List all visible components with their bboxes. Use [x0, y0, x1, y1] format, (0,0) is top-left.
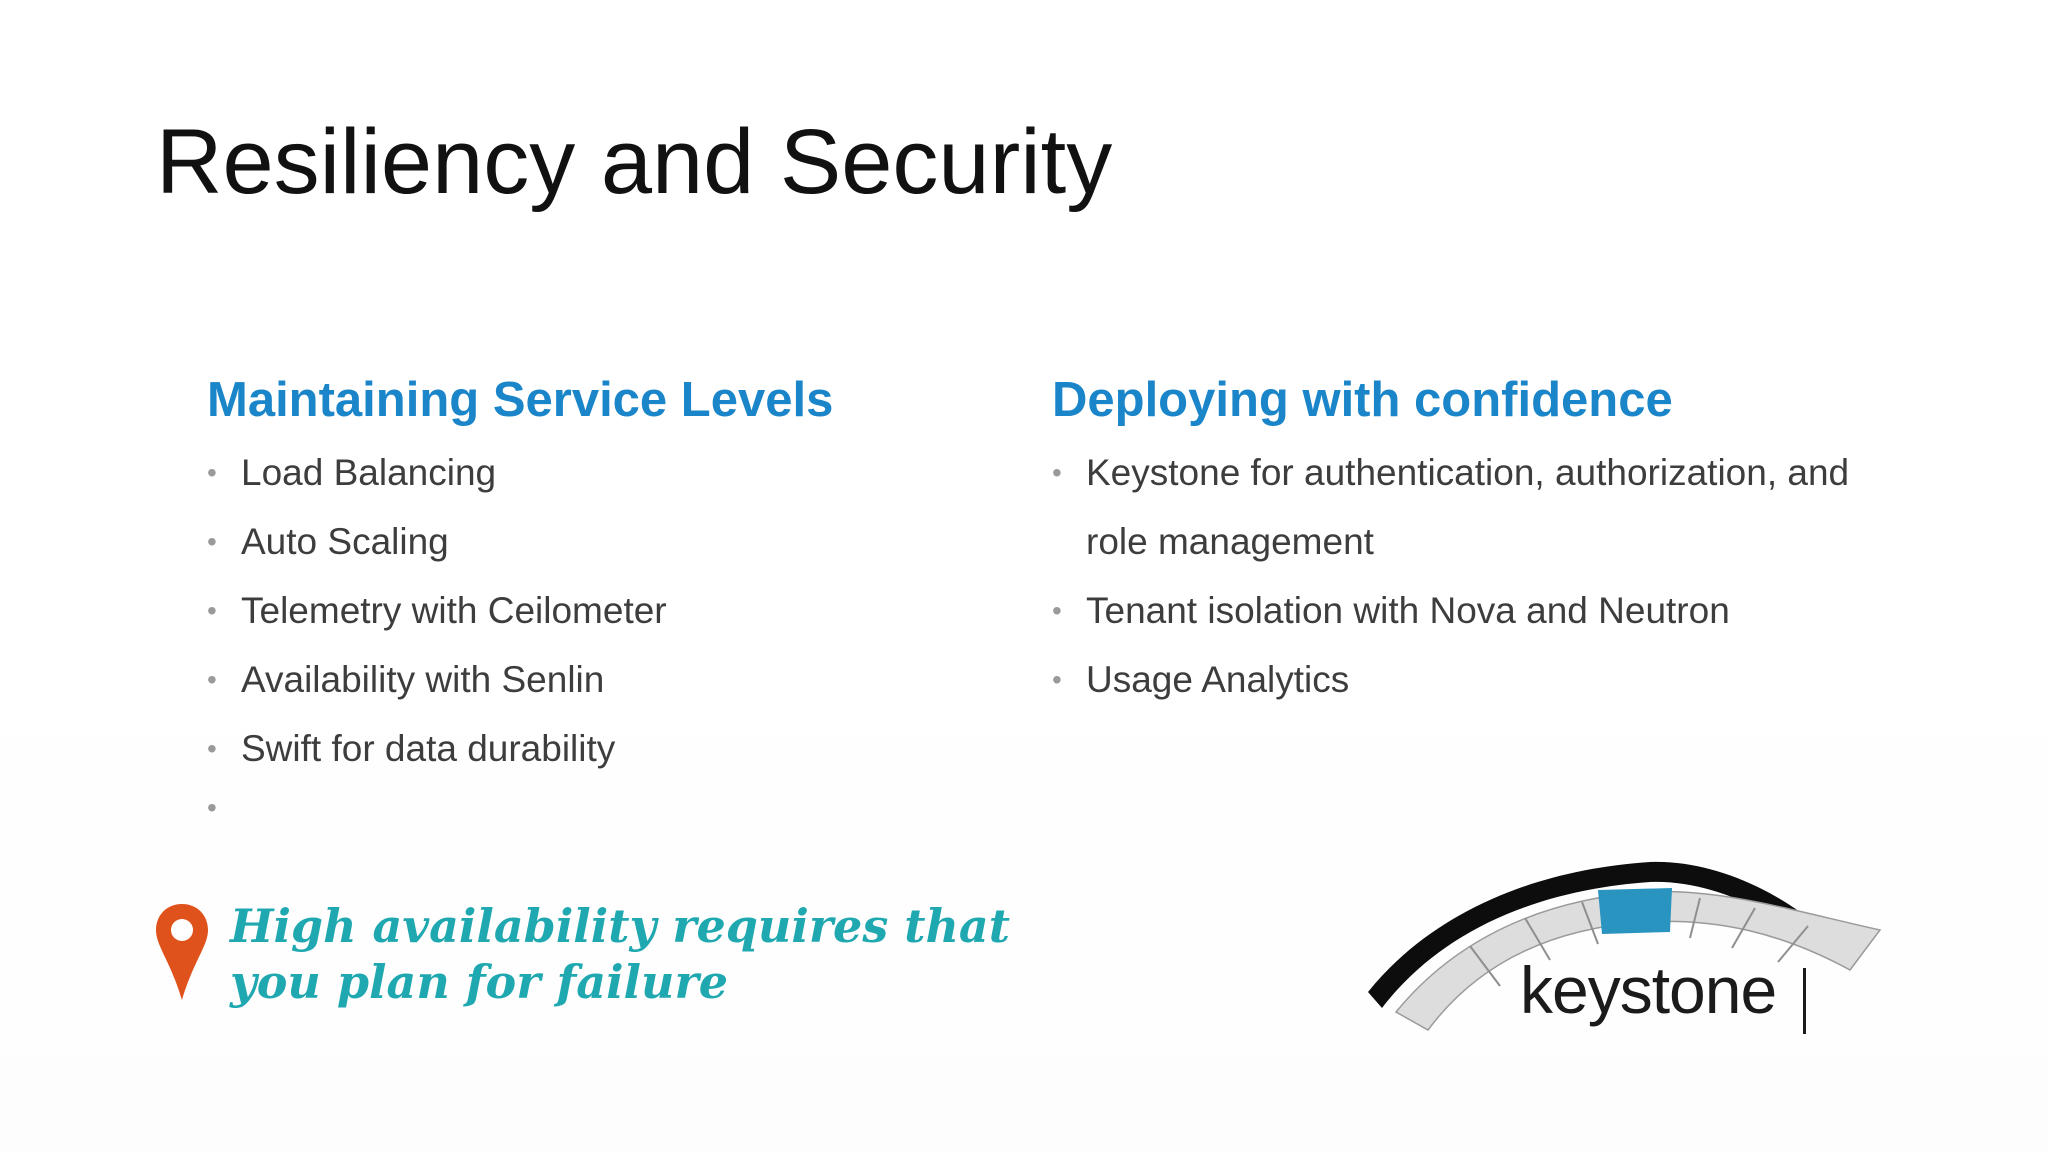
bullet-dot-icon: •: [207, 792, 217, 823]
right-bullet-list: •Keystone for authentication, authorizat…: [1052, 438, 1912, 714]
bullet-dot-icon: •: [1052, 457, 1062, 488]
keystone-arch-logo-icon: [1368, 861, 1882, 1031]
left-bullet-list: •Load Balancing •Auto Scaling •Telemetry…: [207, 438, 987, 833]
bullet-dot-icon: •: [207, 664, 217, 695]
right-column-heading: Deploying with confidence: [1052, 373, 1673, 427]
bullet-dot-icon: •: [207, 595, 217, 626]
keystone-logo-text: keystone: [1520, 953, 1777, 1027]
callout-line-1: High availability requires that: [230, 899, 1010, 953]
list-item: •Swift for data durability: [207, 714, 987, 783]
bullet-dot-icon: •: [1052, 664, 1062, 695]
text-cursor-icon: [1803, 968, 1806, 1034]
list-item: •Load Balancing: [207, 438, 987, 507]
list-item: •Auto Scaling: [207, 507, 987, 576]
list-item: •Usage Analytics: [1052, 645, 1912, 714]
list-item-empty: •: [207, 783, 987, 833]
bullet-dot-icon: •: [207, 457, 217, 488]
list-item: •Keystone for authentication, authorizat…: [1052, 438, 1866, 576]
left-column-heading: Maintaining Service Levels: [207, 373, 834, 427]
slide-title: Resiliency and Security: [156, 111, 1113, 213]
right-column: Deploying with confidence •Keystone for …: [1052, 370, 1912, 714]
bullet-dot-icon: •: [207, 526, 217, 557]
list-item: •Tenant isolation with Nova and Neutron: [1052, 576, 1912, 645]
callout: High availability requires that you plan…: [150, 898, 1050, 1018]
map-pin-icon: [156, 904, 208, 1000]
left-column: Maintaining Service Levels •Load Balanci…: [207, 370, 987, 833]
keystone-logo: keystone: [1360, 820, 1890, 1040]
bullet-dot-icon: •: [207, 733, 217, 764]
callout-text: High availability requires that you plan…: [230, 898, 1010, 1010]
callout-line-2: you plan for failure: [230, 955, 728, 1009]
bullet-dot-icon: •: [1052, 595, 1062, 626]
list-item: •Telemetry with Ceilometer: [207, 576, 987, 645]
list-item: •Availability with Senlin: [207, 645, 987, 714]
